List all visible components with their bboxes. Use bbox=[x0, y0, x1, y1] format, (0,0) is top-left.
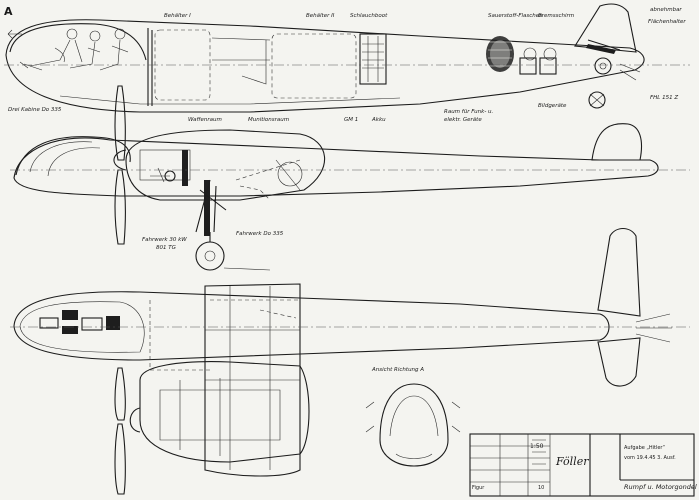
subject-line-2: vom 19.4.45 3. Ausf. bbox=[624, 455, 676, 461]
crew-figures bbox=[19, 28, 129, 71]
radio-room-label: Raum für Funk- u. bbox=[444, 109, 494, 115]
title-block bbox=[469, 433, 695, 497]
elevation-fin bbox=[591, 123, 643, 161]
rear-gun-label: FHL 151 Z bbox=[650, 95, 679, 101]
scale-value: 1:50 bbox=[530, 443, 544, 450]
side-view bbox=[4, 3, 690, 113]
camera-label: Bildgeräte bbox=[538, 103, 567, 109]
tank-2-label: Behälter II bbox=[306, 13, 335, 19]
battery-label: Akku bbox=[372, 117, 386, 123]
cabin-ref-label: Drei Kabine Do 335 bbox=[8, 107, 62, 113]
gm1-label: GM 1 bbox=[344, 117, 359, 123]
wing-plan bbox=[204, 283, 301, 477]
elevation-view bbox=[10, 85, 690, 271]
sheet-number: 10 bbox=[538, 485, 545, 491]
front-view-a bbox=[365, 383, 461, 467]
tailplane-lower bbox=[597, 337, 641, 387]
side-fin bbox=[574, 3, 637, 53]
subject-line-1: Aufgabe „Hitler“ bbox=[624, 445, 666, 451]
nacelle-elevation bbox=[125, 129, 326, 201]
hinge-note: Flächenhalter bbox=[648, 19, 686, 25]
dinghy-box bbox=[359, 33, 387, 85]
tank-1-outline bbox=[154, 29, 211, 101]
tailplane-upper bbox=[597, 227, 641, 317]
weapons-bay-label: Waffenraum bbox=[188, 117, 222, 123]
flares-label: Bremsschirm bbox=[538, 13, 575, 19]
rudder-note: abnehmbar bbox=[650, 7, 682, 13]
main-gear-label-2: 801 TG bbox=[156, 245, 176, 251]
ammo-bay-label: Munitionsraum bbox=[248, 117, 290, 123]
sheet-label: Figur bbox=[472, 485, 485, 491]
main-gear-label: Fahrwerk 30 kW bbox=[142, 237, 187, 243]
part-name: Rumpf u. Motorgondel bbox=[624, 483, 697, 491]
main-gear bbox=[195, 179, 227, 271]
signature: Föller bbox=[556, 455, 589, 468]
radio-room-label-2: elektr. Geräte bbox=[444, 117, 482, 123]
view-a-caption: Ansicht Richtung A bbox=[372, 367, 425, 373]
dinghy-label: Schlauchboot bbox=[350, 13, 388, 19]
view-a-marker: A bbox=[4, 5, 13, 18]
plan-view bbox=[10, 227, 690, 495]
nose-gear-label: Fahrwerk Do 335 bbox=[236, 231, 284, 237]
tank-1-label: Behälter I bbox=[164, 13, 191, 19]
tank-2-outline bbox=[271, 33, 357, 99]
oxygen-bottles bbox=[486, 36, 514, 72]
oxygen-label: Sauerstoff-Flaschen bbox=[488, 13, 543, 19]
